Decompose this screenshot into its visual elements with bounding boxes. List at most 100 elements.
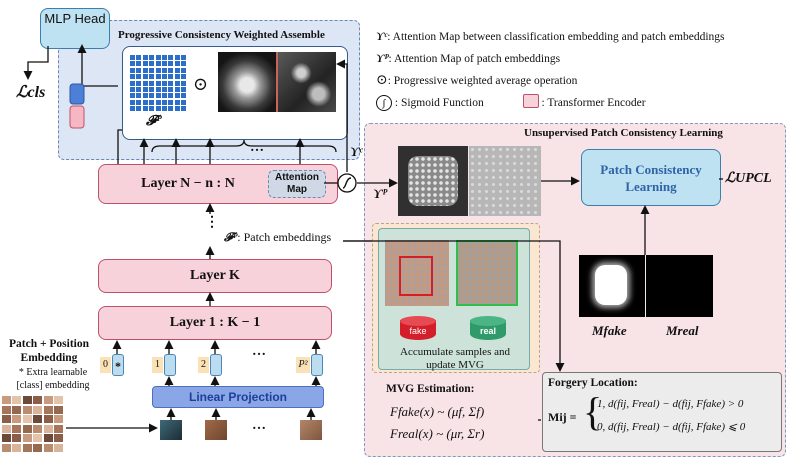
feature-grid-cell [149, 61, 155, 67]
patch-tile [33, 415, 43, 424]
feature-grid-cell [162, 61, 167, 67]
patch-tile [43, 444, 53, 452]
layer-top-label: Layer N − n : N [141, 176, 235, 191]
feature-grid-cell [181, 74, 187, 80]
patch-tile [54, 405, 63, 414]
upcl-yc-label: ϒᶜ [350, 144, 363, 159]
feature-grid-cell [136, 93, 142, 99]
feature-grid-cell [130, 87, 135, 92]
forgery-case1: 1, d(fij, Freal) − d(fij, Ffake) > 0 [597, 398, 744, 410]
feature-grid-cell [155, 106, 161, 112]
patch-thumb-n [300, 420, 322, 440]
mask-fake [579, 255, 645, 317]
feature-grid-cell [130, 80, 135, 86]
forgery-brace: { [583, 389, 603, 434]
patch-tile [2, 396, 11, 404]
pcwa-title: Progressive Consistency Weighted Assembl… [118, 29, 325, 41]
feature-grid-cell [155, 99, 161, 105]
feature-grid-cell [136, 55, 142, 60]
patch-tile [2, 405, 11, 414]
feature-grid-cell [136, 61, 142, 67]
feature-grid-cell [130, 55, 135, 60]
patch-tile [33, 424, 43, 433]
feature-grid-cell [162, 87, 167, 92]
feature-grid-cell [168, 87, 174, 92]
pcwa-fp-label: 𝓕ᴾ [146, 114, 162, 129]
patch-thumb-1 [160, 420, 182, 440]
feature-grid-cell [174, 99, 180, 105]
feature-grid-cell [181, 99, 187, 105]
patch-tile [54, 396, 63, 404]
upcl-yp-label: ϒᴾ [373, 186, 388, 201]
forgery-case2: 0, d(fij, Freal) − d(fij, Ffake) ⩽ 0 [597, 421, 746, 433]
feature-grid-cell [155, 80, 161, 86]
patch-tile [12, 405, 22, 414]
sigmoid-icon: ʃ [376, 95, 392, 111]
patch-tile [22, 396, 32, 404]
odot-icon: ⊙ [376, 73, 388, 88]
feature-grid-cell [162, 67, 167, 73]
layer-bottom: Layer 1 : K − 1 [98, 306, 332, 340]
patch-tile [22, 434, 32, 443]
feature-grid-cell [168, 99, 174, 105]
real-face-image [456, 240, 518, 306]
pos-2: 2 [198, 357, 209, 373]
feature-grid-cell [142, 74, 148, 80]
legend-yc: ϒᶜ: Attention Map between classification… [376, 31, 725, 43]
feature-grid-cell [168, 106, 174, 112]
feature-grid-cell [136, 67, 142, 73]
patch-output-token [69, 105, 85, 129]
pos-0: 0 [100, 357, 111, 373]
feature-grid-cell [168, 80, 174, 86]
feature-grid-cell [149, 87, 155, 92]
feature-grid-cell [162, 106, 167, 112]
token-dots: … [252, 344, 266, 359]
feature-grid-cell [174, 106, 180, 112]
mask-fake-label: Mfake [592, 323, 627, 338]
patch-token-2 [210, 354, 222, 376]
loss-cls: ℒcls [16, 84, 46, 101]
feature-grid-cell [142, 61, 148, 67]
patch-tile [2, 415, 11, 424]
feature-grid-cell [149, 106, 155, 112]
feature-grid-cell [174, 61, 180, 67]
feature-grid-cell [149, 55, 155, 60]
legend-yp: ϒᴾ: Attention Map of patch embeddings [376, 53, 561, 65]
attention-map-box: Attention Map [268, 170, 326, 198]
patch-tile [22, 405, 32, 414]
feature-grid-cell [174, 93, 180, 99]
patch-tile [43, 405, 53, 414]
feature-grid-cell [136, 106, 142, 112]
feature-grid-cell [162, 99, 167, 105]
feature-grid-cell [155, 87, 161, 92]
patch-tile [54, 434, 63, 443]
feature-grid-cell [181, 93, 187, 99]
patch-tile [12, 396, 22, 404]
loss-upcl: ℒUPCL [725, 171, 772, 186]
patch-tile [2, 444, 11, 452]
legend-odot: ⊙: Progressive weighted average operatio… [376, 73, 578, 88]
feature-grid-cell [149, 67, 155, 73]
patch-tile [43, 415, 53, 424]
feature-grid-cell [130, 67, 135, 73]
mlp-head-label: MLP Head [44, 11, 106, 26]
patch-tile [22, 415, 32, 424]
feature-grid [130, 55, 188, 113]
feature-grid-cell [149, 80, 155, 86]
patch-tile [12, 424, 22, 433]
pcl-label: Patch Consistency Learning [600, 161, 702, 194]
linear-projection: Linear Projection [152, 386, 324, 408]
patch-tile [12, 415, 22, 424]
feature-grid-cell [155, 67, 161, 73]
feature-grid-cell [136, 80, 142, 86]
mlp-head: MLP Head [40, 8, 110, 49]
patch-tile [2, 434, 11, 443]
mvg-accumulate-text: Accumulate samples and update MVG [400, 346, 510, 371]
feature-grid-cell [130, 106, 135, 112]
patch-tile [12, 444, 22, 452]
mask-real [646, 255, 713, 317]
feature-grid-cell [174, 74, 180, 80]
upcl-title: Unsupervised Patch Consistency Learning [524, 127, 723, 139]
feature-grid-cell [130, 61, 135, 67]
